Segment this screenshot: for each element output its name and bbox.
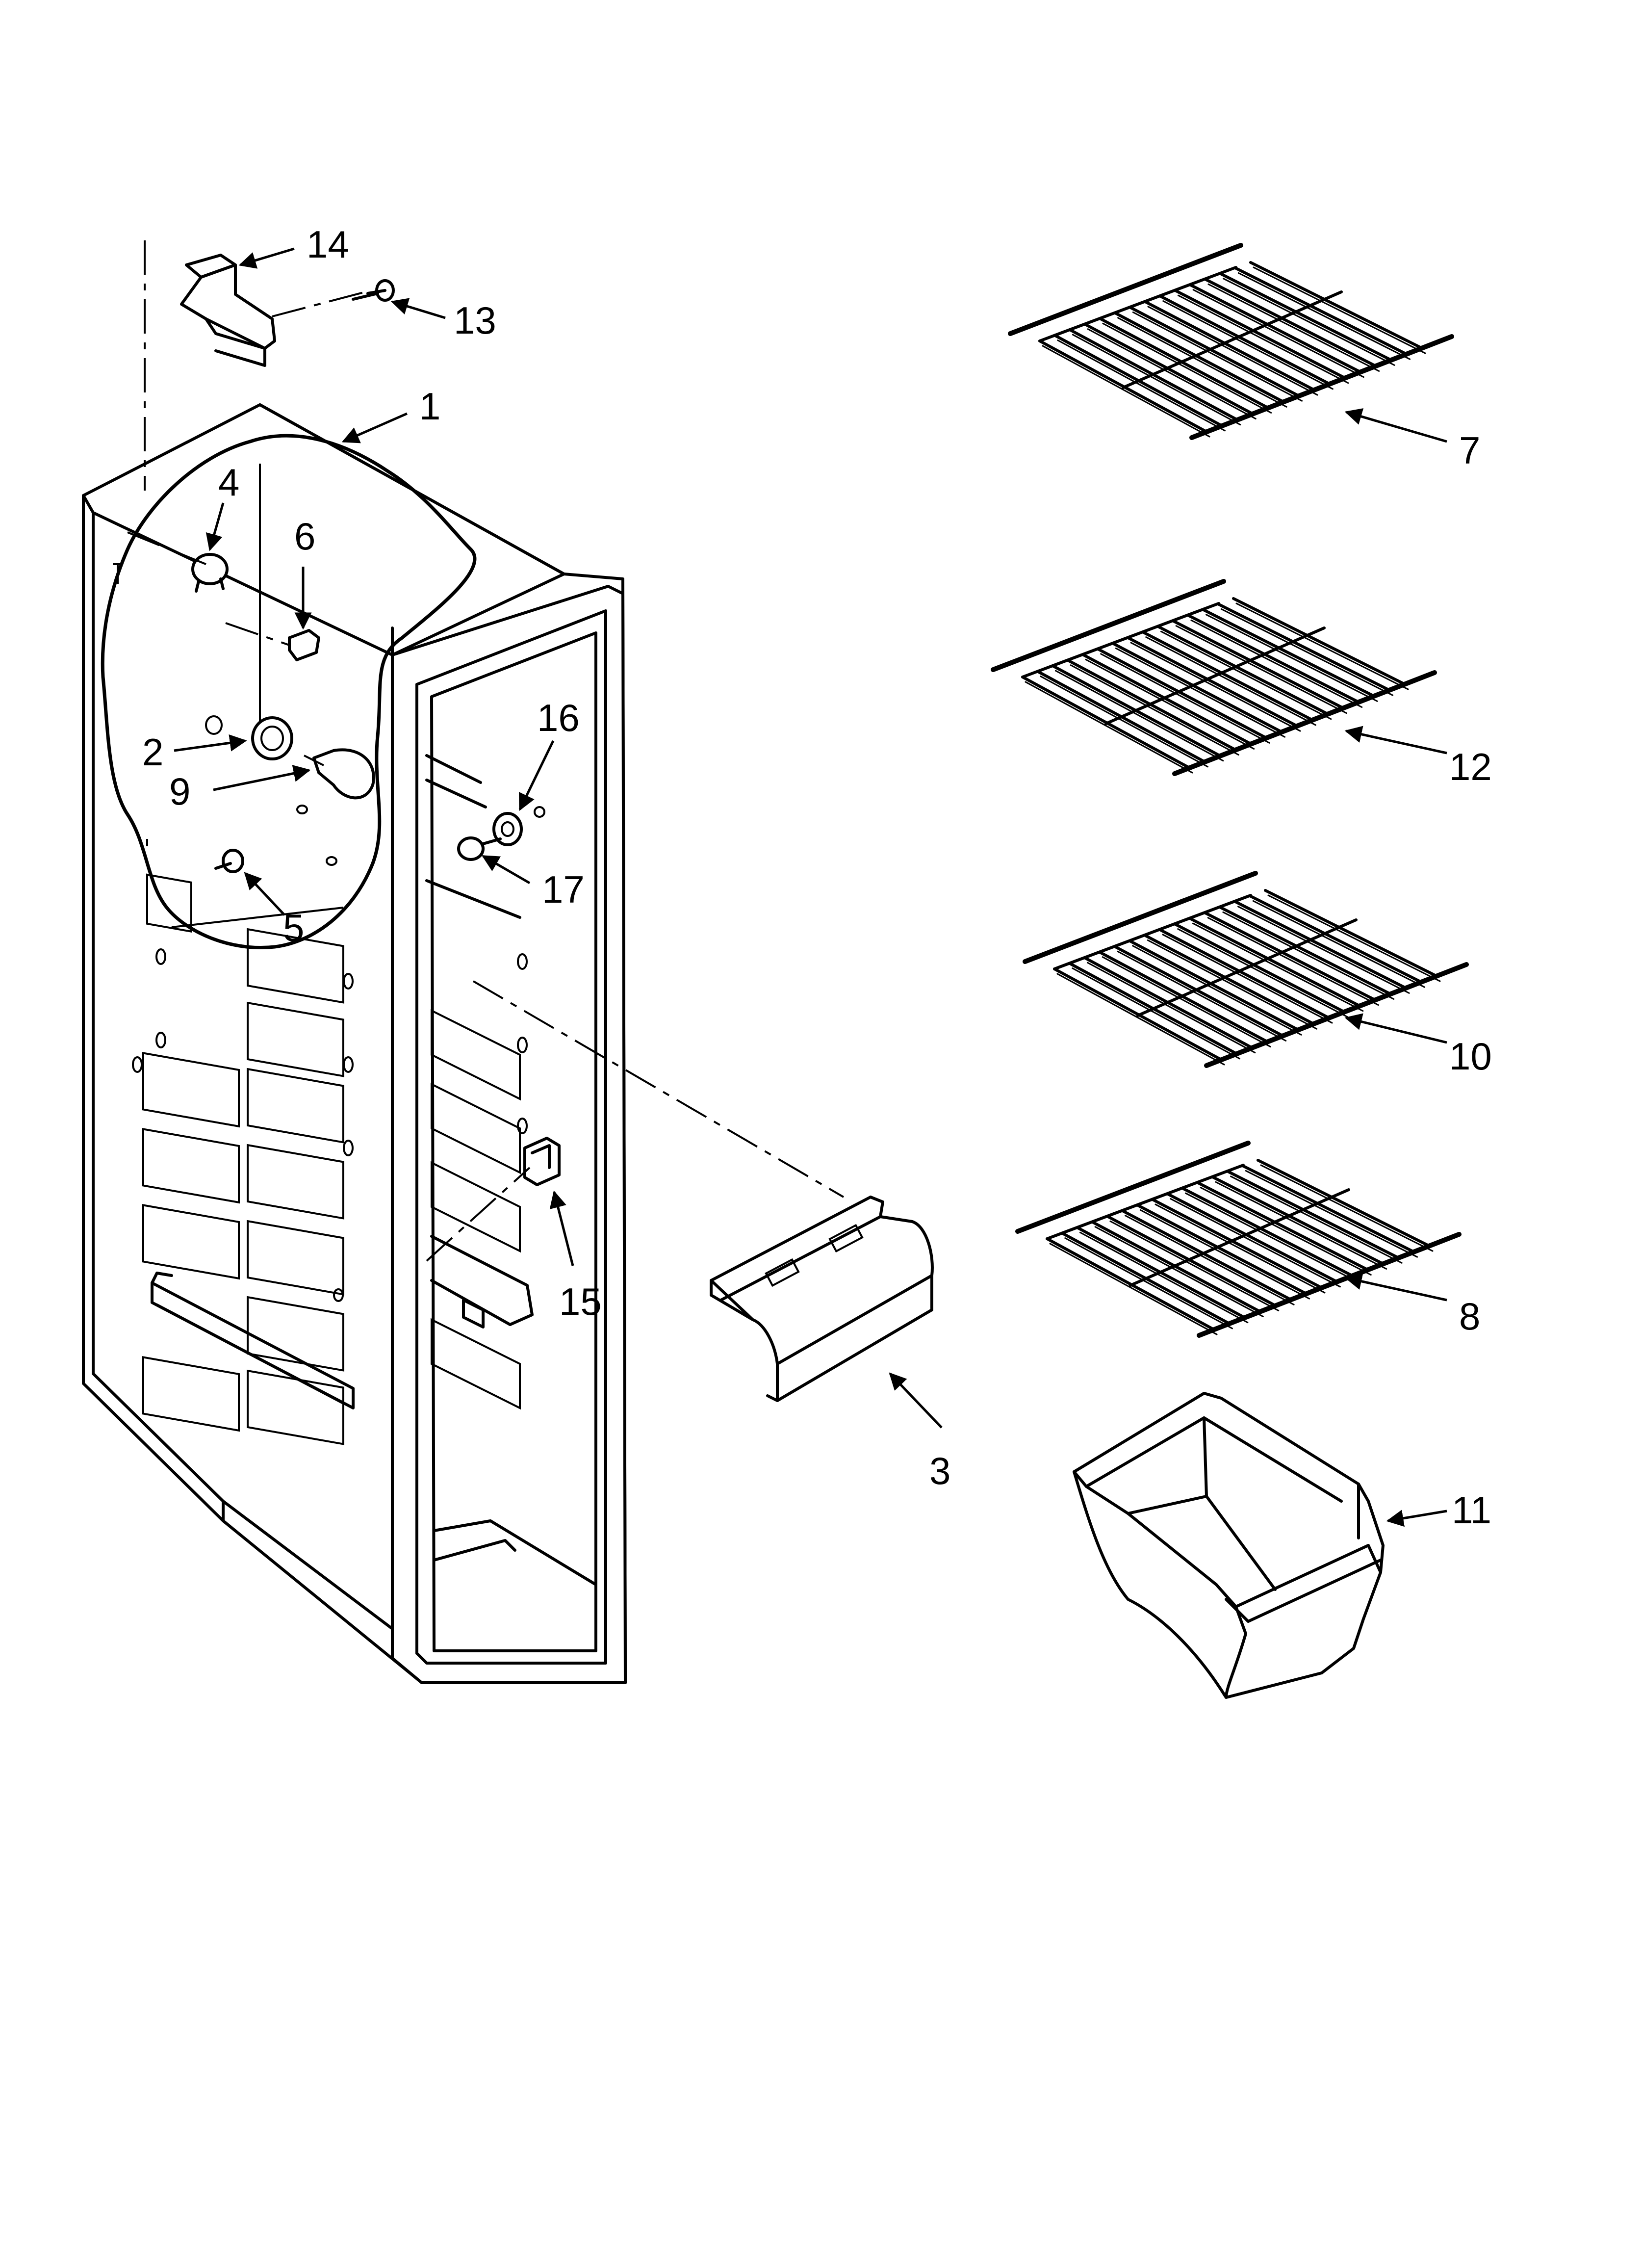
wire-shelf-part-10 bbox=[1023, 871, 1469, 1068]
callout-arrows bbox=[174, 247, 1447, 1527]
mounting-holes bbox=[132, 715, 545, 1302]
callout-12: 12 bbox=[1449, 745, 1492, 788]
callout-2: 2 bbox=[142, 730, 163, 774]
callout-labels: 14 13 1 4 6 16 2 9 17 5 15 3 7 12 10 8 1… bbox=[142, 223, 1492, 1532]
screw-part-17 bbox=[457, 836, 502, 861]
callout-8: 8 bbox=[1459, 1295, 1480, 1338]
wire-shelf-part-12 bbox=[991, 579, 1437, 776]
callout-1: 1 bbox=[419, 385, 440, 428]
callout-5: 5 bbox=[283, 906, 304, 949]
callout-10: 10 bbox=[1449, 1035, 1492, 1078]
wire-shelf-part-7 bbox=[1008, 243, 1454, 440]
callout-9: 9 bbox=[169, 770, 190, 813]
assembly-lines bbox=[127, 240, 845, 1262]
screw-part-13 bbox=[352, 279, 395, 302]
wire-shelf-part-8 bbox=[1015, 1141, 1462, 1338]
cutaway-outline bbox=[101, 434, 477, 949]
callout-6: 6 bbox=[294, 515, 315, 558]
switch-part-5 bbox=[214, 849, 244, 873]
washer-part-16 bbox=[492, 812, 523, 846]
freezer-liner bbox=[82, 403, 627, 1684]
inner-wall-panels bbox=[425, 754, 534, 1410]
callout-3: 3 bbox=[929, 1449, 950, 1492]
callout-7: 7 bbox=[1459, 429, 1480, 472]
callout-14: 14 bbox=[307, 223, 349, 266]
bin-part-11 bbox=[1073, 1392, 1385, 1699]
callout-16: 16 bbox=[537, 696, 580, 739]
bracket-part-14 bbox=[180, 254, 276, 367]
callout-4: 4 bbox=[218, 461, 239, 504]
callout-15: 15 bbox=[559, 1280, 602, 1323]
callout-13: 13 bbox=[454, 299, 496, 342]
callout-17: 17 bbox=[542, 868, 585, 911]
cover-part-3 bbox=[710, 1196, 934, 1402]
socket-part-2 bbox=[251, 716, 293, 760]
bulb-part-9 bbox=[304, 748, 375, 800]
clip-part-15 bbox=[523, 1137, 561, 1186]
side-panels bbox=[142, 873, 355, 1445]
clip-part-6 bbox=[288, 629, 320, 661]
callout-11: 11 bbox=[1452, 1488, 1491, 1532]
